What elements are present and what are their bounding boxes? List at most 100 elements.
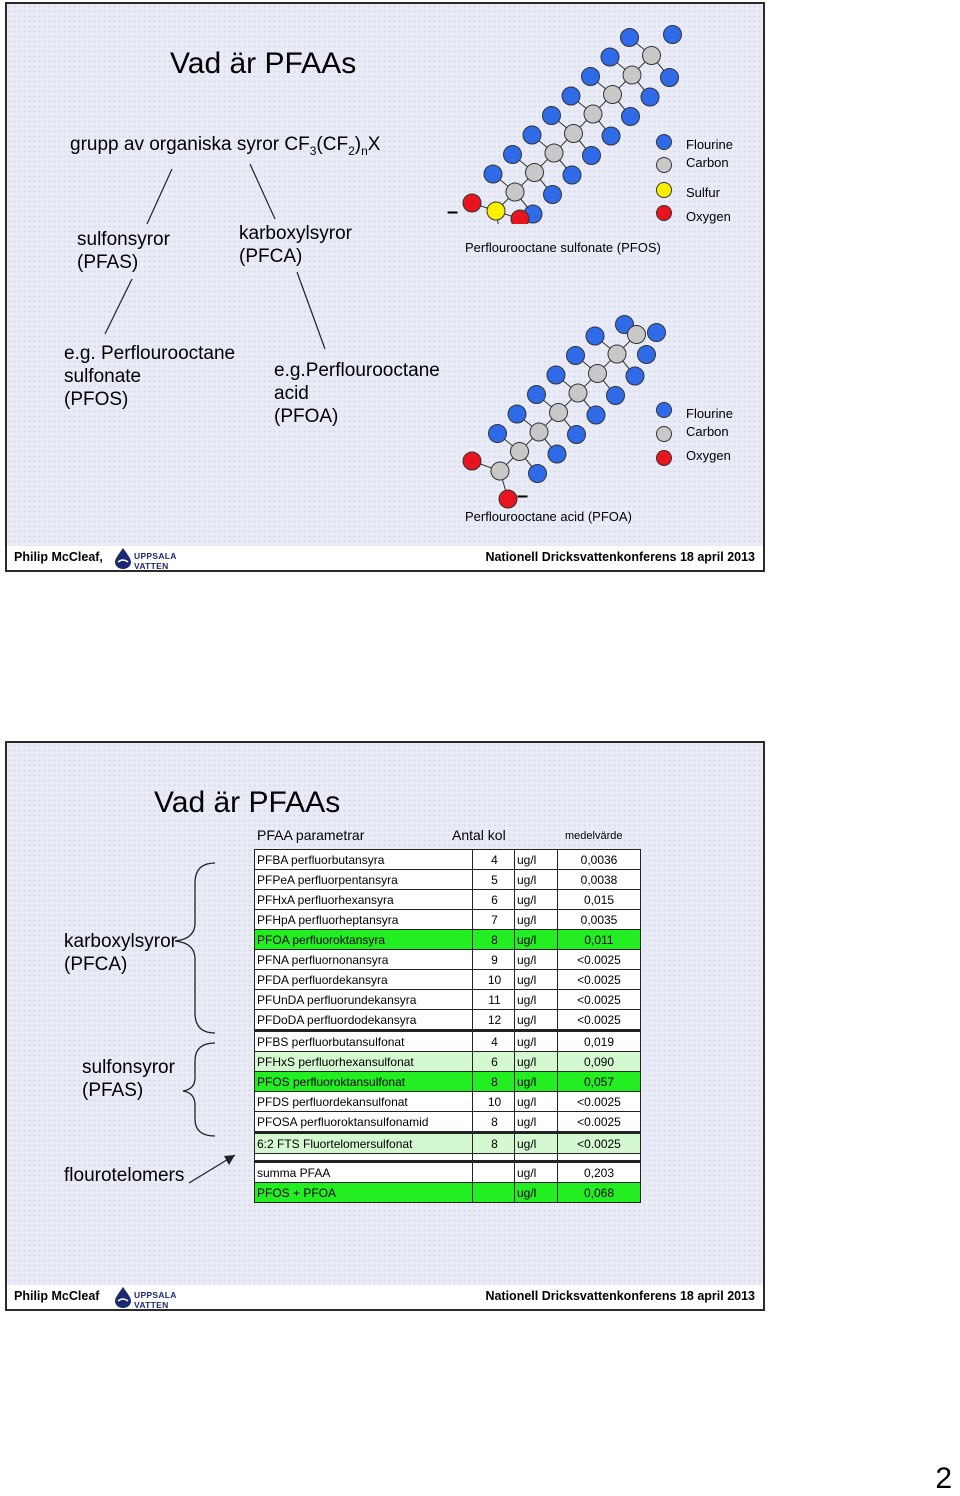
carbon-atom xyxy=(603,85,622,104)
param-cell: PFDoDA perfluordodekansyra xyxy=(254,1009,473,1031)
slide-pfaa-structure: Vad är PFAAs grupp av organiska syror CF… xyxy=(5,2,765,572)
fluorine-atom xyxy=(620,28,639,47)
param-cell: PFHxA perfluorhexansyra xyxy=(254,889,473,910)
page-number: 2 xyxy=(935,1462,952,1495)
fluorine-atom xyxy=(527,385,546,404)
fluorine-atom xyxy=(488,424,507,443)
fluorine-atom xyxy=(567,425,586,444)
carbon-atom xyxy=(549,403,568,422)
unit-cell: ug/l xyxy=(514,969,558,990)
group-pfas-label: sulfonsyror (PFAS) xyxy=(82,1057,175,1101)
param-cell: PFHxS perfluorhexansulfonat xyxy=(254,1051,473,1072)
slide-title: Vad är PFAAs xyxy=(154,786,341,819)
param-cell: PFBS perfluorbutansulfonat xyxy=(254,1029,473,1052)
carbon-count-cell: 4 xyxy=(472,1029,515,1052)
fluorine-atom xyxy=(637,345,656,364)
slide-footer: Philip McCleaf, UPPSALA VATTEN Nationell… xyxy=(7,546,763,571)
pfos-charge: – xyxy=(447,201,459,223)
footer-author: Philip McCleaf, xyxy=(14,550,103,564)
fluorine-atom xyxy=(660,68,679,87)
legend-carbon-dot xyxy=(656,157,672,173)
unit-cell: ug/l xyxy=(514,1091,558,1112)
carbon-count-cell: 6 xyxy=(472,1051,515,1072)
unit-cell: ug/l xyxy=(514,989,558,1010)
pfos-caption: Perflourooctane sulfonate (PFOS) xyxy=(465,240,661,255)
fluorine-atom xyxy=(621,107,640,126)
carbon-count-cell: 5 xyxy=(472,869,515,890)
carbon-atom xyxy=(588,364,607,383)
unit-cell: ug/l xyxy=(514,849,558,870)
slide-title: Vad är PFAAs xyxy=(170,47,357,80)
value-cell: <0.0025 xyxy=(557,1111,641,1133)
pfoa-charge: – xyxy=(517,485,529,507)
carbon-count-cell: 6 xyxy=(472,889,515,910)
footer-conference: Nationell Dricksvattenkonferens 18 april… xyxy=(485,1289,755,1303)
param-cell: PFOA perfluoroktansyra xyxy=(254,929,473,950)
fluorine-atom xyxy=(483,164,503,184)
carbon-atom xyxy=(505,182,525,202)
karboxylsyror-label: karboxylsyror (PFCA) xyxy=(239,223,352,267)
param-cell: PFPeA perfluorpentansyra xyxy=(254,869,473,890)
legend-flourine: Flourine xyxy=(686,137,733,152)
fluorine-atom xyxy=(601,126,621,146)
spacer-cell xyxy=(472,1153,515,1162)
param-cell: PFHpA perfluorheptansyra xyxy=(254,909,473,930)
value-cell: <0.0025 xyxy=(557,1009,641,1031)
spacer-cell xyxy=(514,1153,558,1162)
param-cell: PFNA perfluornonansyra xyxy=(254,949,473,970)
value-cell: 0,015 xyxy=(557,889,641,910)
unit-cell: ug/l xyxy=(514,1029,558,1052)
value-cell: <0.0025 xyxy=(557,949,641,970)
fluorine-atom xyxy=(542,106,561,125)
fluorine-atom xyxy=(582,146,601,165)
unit-cell: ug/l xyxy=(514,909,558,930)
unit-cell: ug/l xyxy=(514,889,558,910)
fluorine-atom xyxy=(546,365,566,385)
param-cell: PFUnDA perfluorundekansyra xyxy=(254,989,473,1010)
pfoa-caption: Perflourooctane acid (PFOA) xyxy=(465,509,632,524)
param-cell: PFOSA perfluoroktansulfonamid xyxy=(254,1111,473,1133)
uppsala-vatten-logo: UPPSALA VATTEN xyxy=(112,547,212,571)
oxygen-atom xyxy=(462,451,482,471)
value-cell: 0,0038 xyxy=(557,869,641,890)
carbon-count-cell xyxy=(472,1182,515,1203)
footer-conference: Nationell Dricksvattenkonferens 18 april… xyxy=(485,550,755,564)
carbon-count-cell: 10 xyxy=(472,1091,515,1112)
sulfonsyror-label: sulfonsyror (PFAS) xyxy=(77,229,170,273)
header-count: Antal kol xyxy=(452,827,506,843)
unit-cell: ug/l xyxy=(514,929,558,950)
fluorine-atom xyxy=(503,145,522,164)
fluorine-atom xyxy=(640,87,660,107)
carbon-atom xyxy=(510,442,529,461)
fluorine-atom xyxy=(566,346,585,365)
param-cell: PFDA perfluordekansyra xyxy=(254,969,473,990)
fluorine-atom xyxy=(562,165,582,185)
legend-sulfur: Sulfur xyxy=(686,185,720,200)
unit-cell: ug/l xyxy=(514,869,558,890)
carbon-count-cell: 9 xyxy=(472,949,515,970)
fluorine-atom xyxy=(663,25,682,44)
param-cell: PFDS perfluordekansulfonat xyxy=(254,1091,473,1112)
carbon-count-cell: 10 xyxy=(472,969,515,990)
value-cell: 0,011 xyxy=(557,929,641,950)
carbon-count-cell: 4 xyxy=(472,849,515,870)
unit-cell: ug/l xyxy=(514,1071,558,1092)
value-cell: 0,0035 xyxy=(557,909,641,930)
water-drop-icon xyxy=(115,1287,131,1308)
fluorine-atom xyxy=(561,86,581,106)
oxygen-atom xyxy=(462,193,482,213)
carbon-count-cell: 7 xyxy=(472,909,515,930)
carbon-atom xyxy=(564,124,583,143)
connector-lines xyxy=(104,163,326,350)
unit-cell: ug/l xyxy=(514,1131,558,1154)
carbon-atom xyxy=(525,163,544,182)
carbon-atom xyxy=(490,461,510,481)
value-cell: 0,0036 xyxy=(557,849,641,870)
